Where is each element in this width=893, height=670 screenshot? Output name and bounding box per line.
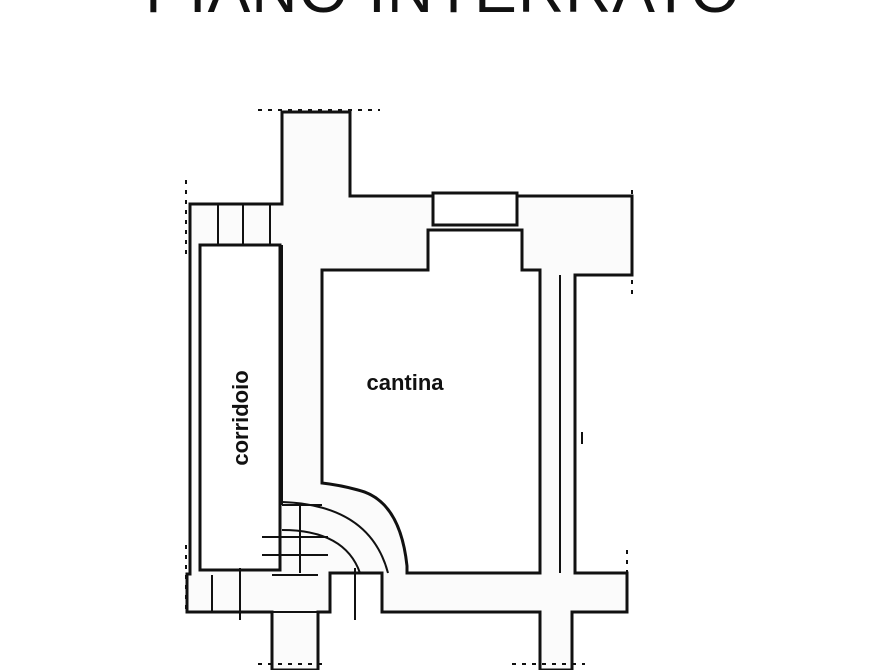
corridor-room [198, 243, 282, 572]
label-corridoio: corridoio [228, 370, 253, 465]
label-cantina: cantina [366, 370, 444, 395]
curved-wall-inner [281, 529, 361, 574]
cellar-room [320, 228, 542, 575]
curved-wall [281, 501, 389, 574]
plan-title: PIANO INTERRATO [145, 0, 741, 26]
stair-hatch-top [190, 203, 282, 245]
bottom-openings [211, 505, 383, 620]
window-top [431, 191, 519, 227]
